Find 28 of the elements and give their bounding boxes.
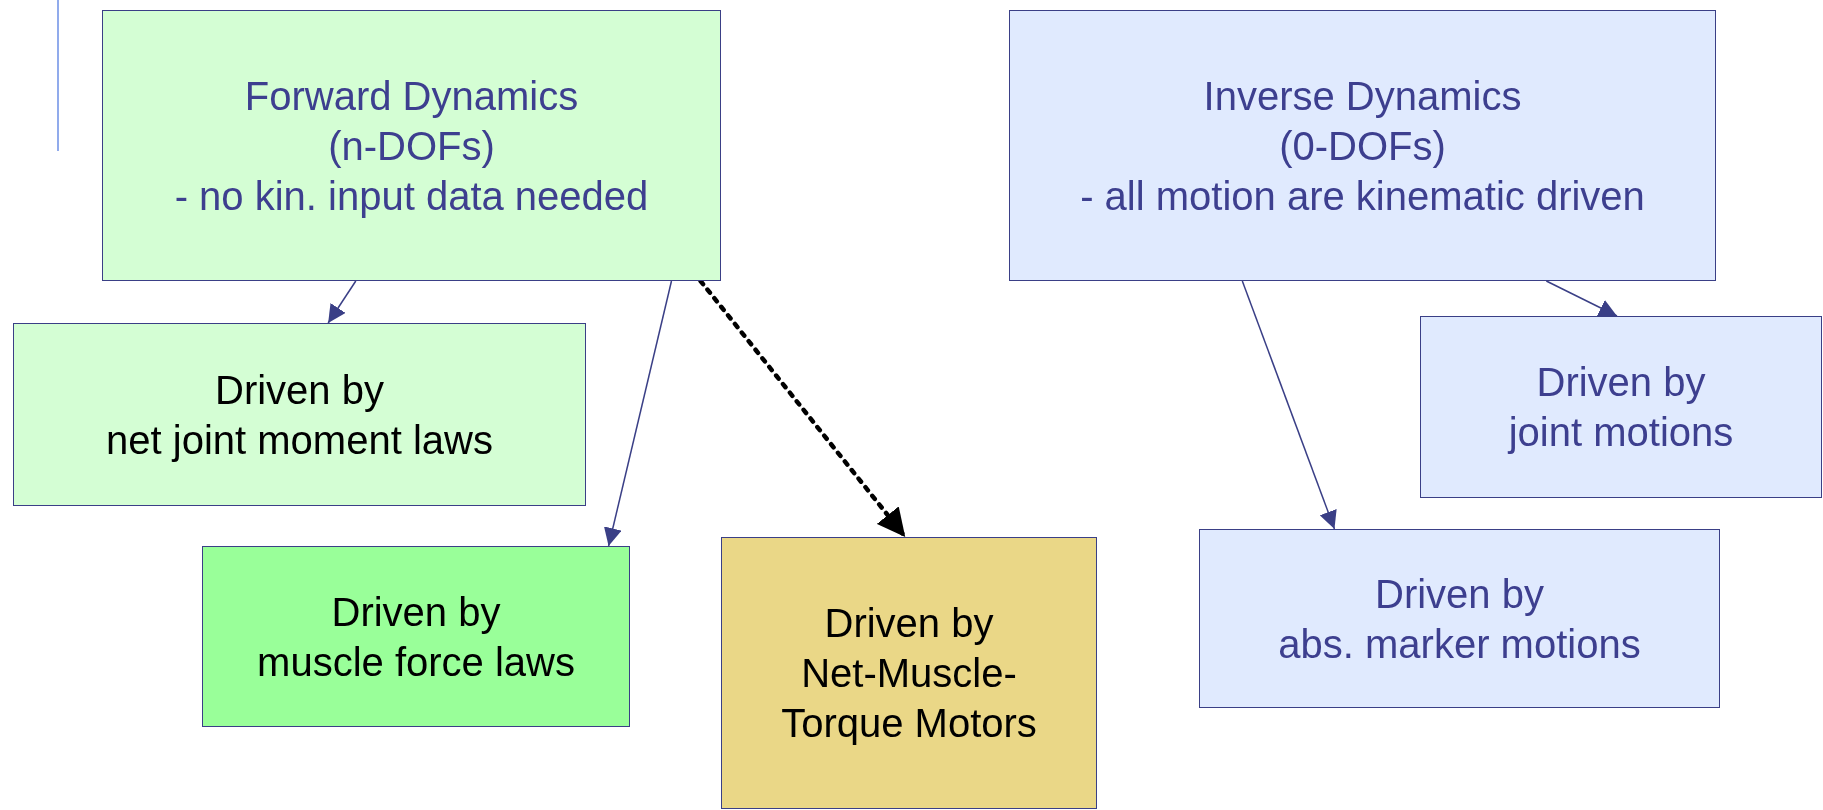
box-label: - no kin. input data needed	[174, 172, 649, 220]
arrow	[1545, 280, 1618, 317]
box-label: Driven by	[1536, 359, 1706, 406]
text-box	[102, 10, 721, 281]
box-label: (0-DOFs)	[1279, 122, 1446, 170]
box-label: Torque Motors	[781, 700, 1037, 747]
text-box	[13, 323, 586, 506]
arrow	[1241, 280, 1337, 530]
box-label: Driven by	[331, 588, 501, 636]
box-label: Driven by	[215, 366, 384, 414]
box-label: abs. marker motions	[1278, 620, 1641, 668]
arrow	[327, 280, 357, 324]
text-box	[721, 537, 1097, 809]
text-box	[1009, 10, 1716, 281]
box-label: Forward Dynamics	[244, 72, 579, 120]
box-label: joint motions	[1508, 409, 1734, 456]
box-label: Net-Muscle-	[801, 650, 1017, 697]
box-label: Inverse Dynamics	[1203, 72, 1522, 120]
text-box	[202, 546, 630, 727]
box-label: - all motion are kinematic driven	[1080, 172, 1645, 220]
arrow	[604, 280, 673, 547]
box-label: (n-DOFs)	[328, 122, 495, 170]
box-label: net joint moment laws	[106, 416, 493, 464]
box-label: Driven by	[824, 600, 994, 647]
text-box	[1199, 529, 1720, 708]
box-label: Driven by	[1375, 570, 1544, 618]
box-label: muscle force laws	[257, 638, 575, 686]
text-box	[1420, 316, 1822, 498]
